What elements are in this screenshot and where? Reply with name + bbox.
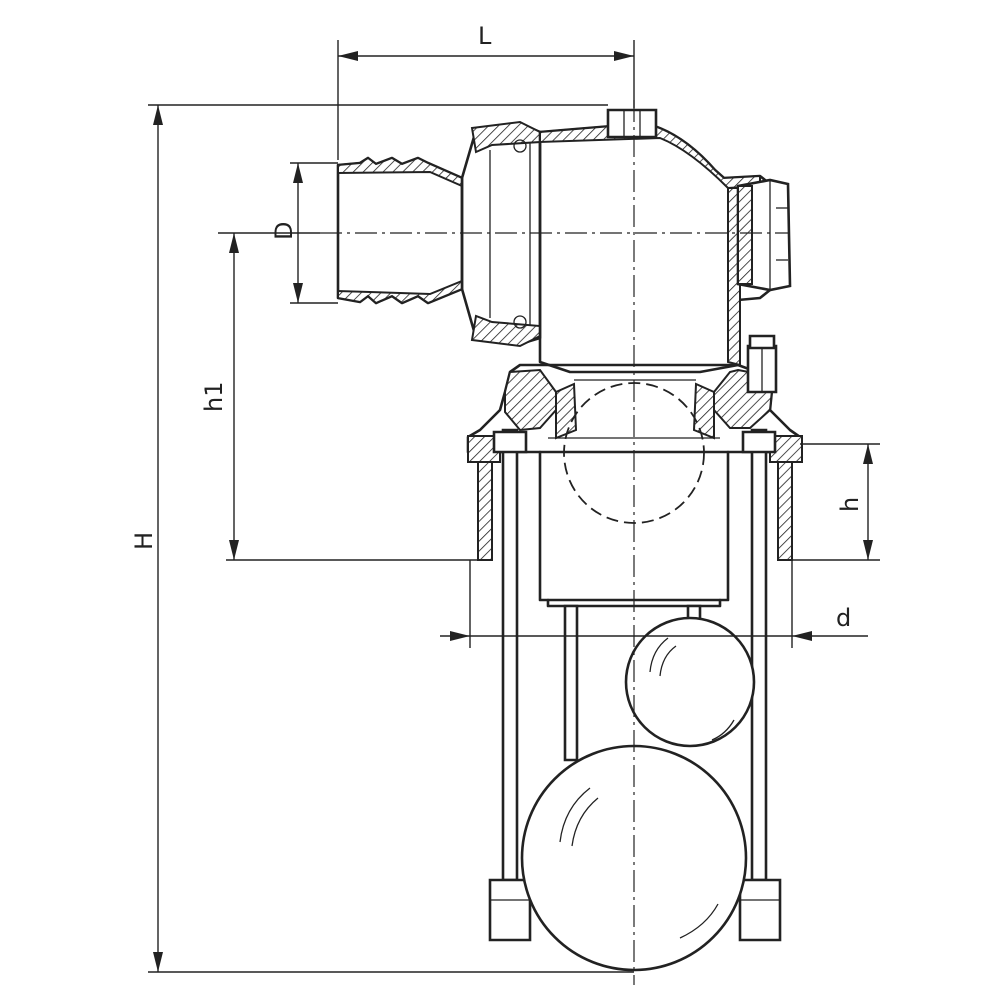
dim-label-L: L (478, 22, 492, 50)
small-ball-highlight-2 (659, 645, 677, 677)
dim-label-H: H (130, 532, 158, 550)
dim-label-h1: h1 (200, 382, 228, 412)
nut-bottom-left (488, 878, 532, 942)
o-ring-bottom (513, 315, 527, 329)
dimension-L: L (337, 22, 635, 160)
dim-h-arrow-top (863, 444, 873, 464)
sleeve-wall-left (477, 461, 493, 561)
valve-seat-section (466, 334, 803, 608)
small-ball-highlight-3 (711, 719, 735, 741)
dim-L-arrow-left (338, 51, 358, 61)
dim-h-arrow-bottom (863, 540, 873, 560)
dim-L-arrow-right (614, 51, 634, 61)
inlet-nozzle-wall-top (337, 156, 463, 188)
side-plug-wall (737, 185, 753, 285)
inlet-nozzle-wall-bottom (337, 279, 463, 305)
nut-bottom-right (738, 878, 782, 942)
inlet-nozzle (336, 156, 464, 305)
tie-rod-left (501, 428, 519, 882)
seat-ring-right (692, 382, 715, 440)
dimension-H: H (130, 104, 634, 973)
dim-h1-arrow-top (229, 233, 239, 253)
dim-label-h: h (836, 497, 864, 512)
center-axes (320, 100, 790, 985)
elbow-housing (336, 108, 792, 374)
flange-left (467, 435, 501, 463)
small-ball-highlight-1 (649, 637, 669, 673)
o-ring-top (513, 139, 527, 153)
elbow-body-wall-top (539, 120, 761, 190)
nut-top-left (492, 430, 528, 454)
dim-h1-arrow-bottom (229, 540, 239, 560)
dimension-d: d (440, 560, 868, 648)
vent-cap (748, 334, 776, 350)
guide-rod-left (563, 604, 579, 762)
seat-housing-wall-left (504, 368, 557, 432)
dimension-D: D (270, 162, 338, 304)
seat-ring-left (555, 382, 578, 440)
dim-d-arrow-left (450, 631, 470, 641)
dimension-h1: h1 (200, 232, 480, 561)
sleeve-wall-right (777, 461, 793, 561)
float-balls (520, 616, 756, 972)
small-float-ball (624, 616, 756, 748)
dim-D-arrow-bottom (293, 283, 303, 303)
flange-right (769, 435, 803, 463)
nut-top-right (741, 430, 777, 454)
dim-label-D: D (270, 222, 298, 240)
dimension-h: h (792, 443, 880, 561)
dim-d-arrow-right (792, 631, 812, 641)
dim-label-d: d (836, 604, 851, 632)
top-bolt-head (606, 108, 658, 139)
tie-rods (488, 428, 782, 942)
large-ball-highlight-1 (559, 787, 591, 843)
dim-H-arrow-bottom (153, 952, 163, 972)
large-ball-highlight-3 (679, 903, 719, 939)
tie-rod-right (750, 428, 768, 882)
large-ball-highlight-2 (571, 797, 599, 847)
dim-D-arrow-top (293, 163, 303, 183)
coupling-collar (460, 122, 542, 346)
dim-H-arrow-top (153, 105, 163, 125)
